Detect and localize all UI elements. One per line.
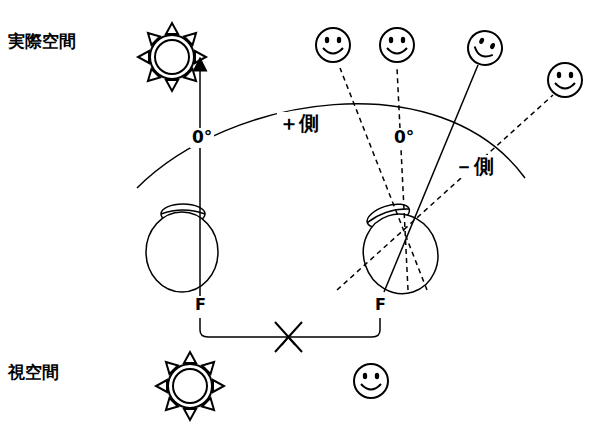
space-title: 実際空間 (6, 32, 78, 52)
face-icon (354, 364, 388, 398)
face-icon (380, 28, 414, 62)
sun-icon (156, 352, 224, 420)
side-label: ＋側 (277, 112, 321, 135)
face-icon (548, 63, 582, 97)
angle-label: 0° (190, 128, 214, 148)
angle-arc (137, 104, 525, 188)
fovea-label: F (193, 296, 208, 314)
visual-axis (199, 64, 201, 296)
fovea-label: F (373, 296, 388, 314)
right-eye (350, 195, 448, 303)
left-eye (146, 204, 218, 292)
side-label: －側 (452, 155, 496, 178)
cross-mark (282, 337, 295, 345)
face-icon (462, 25, 507, 70)
dashed-sight-line (337, 68, 553, 290)
visual-axis (384, 65, 478, 292)
space-title: 視空間 (6, 363, 61, 383)
cross-mark (275, 322, 302, 352)
angle-label: 0° (392, 128, 416, 148)
face-icon (316, 28, 350, 62)
sun-icon (138, 23, 206, 91)
